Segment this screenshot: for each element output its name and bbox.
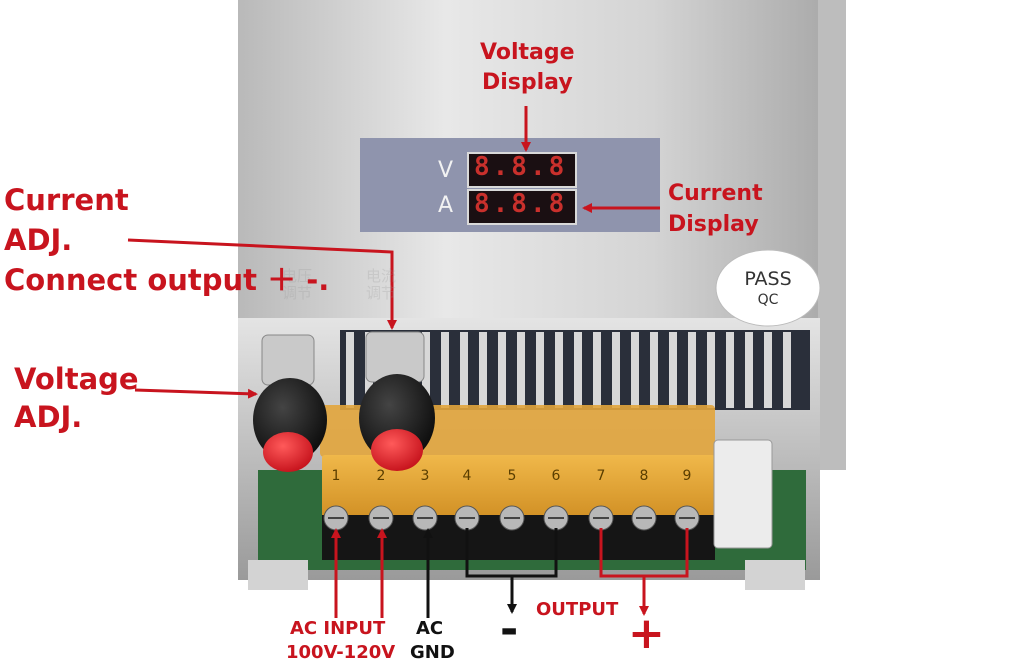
vent-fin [612, 332, 620, 408]
side-connector [713, 439, 773, 549]
vent-fin [479, 332, 487, 408]
vent-fin [726, 332, 734, 408]
minus-output-bracket [465, 528, 558, 614]
current-display-label-1: Current [668, 181, 763, 206]
voltage-adj-label-1: Voltage [14, 362, 139, 396]
vent-fin [650, 332, 658, 408]
voltage-knob-chinese-label: 电压调节 [282, 267, 313, 303]
voltage-digits: 8.8.8 [474, 152, 568, 182]
voltage-display-label-1: Voltage [480, 40, 575, 65]
vent-fin [764, 332, 772, 408]
mounting-foot-left [248, 560, 308, 590]
terminal-number: 9 [682, 468, 692, 484]
current-adj-label-1: Current [4, 183, 129, 217]
mounting-foot-right [745, 560, 805, 590]
voltage-display-window [467, 152, 577, 188]
qc-text: QC [757, 292, 779, 308]
voltage-display-label-2: Display [482, 70, 573, 95]
output-label: OUTPUT [536, 599, 619, 620]
current-display-window [467, 189, 577, 225]
terminal-number: 5 [507, 468, 517, 484]
current-knob-chinese-label: 电流调节 [366, 267, 397, 303]
ac-gnd-label-1: AC [416, 618, 444, 639]
terminal-number: 4 [462, 468, 472, 484]
pass-text: PASS [744, 268, 792, 290]
pass-qc-sticker [715, 249, 821, 327]
terminal-number: 3 [420, 468, 430, 484]
housing-right-side [818, 0, 846, 470]
vent-fin [631, 332, 639, 408]
vent-fin [498, 332, 506, 408]
terminal-number: 8 [639, 468, 649, 484]
vent-fin [536, 332, 544, 408]
vent-fin [783, 332, 791, 408]
vent-fin [555, 332, 563, 408]
current-knob[interactable] [359, 331, 435, 471]
current-display-label-2: Display [668, 212, 759, 237]
vent-fin [707, 332, 715, 408]
current-adj-arrow [127, 238, 397, 330]
plus-sign: + [628, 608, 665, 659]
current-adj-label-2: ADJ. [4, 223, 73, 257]
ac-gnd-label-2: GND [410, 642, 455, 663]
vent-fin [422, 332, 430, 408]
display-letter-a: A [438, 193, 454, 218]
vent-fin [688, 332, 696, 408]
display-letter-v: V [438, 158, 454, 183]
minus-sign: - [500, 604, 519, 655]
terminal-number: 6 [551, 468, 561, 484]
vent-fin [574, 332, 582, 408]
voltage-knob[interactable] [253, 334, 327, 472]
terminal-number: 7 [596, 468, 606, 484]
voltage-adj-label-2: ADJ. [14, 400, 83, 434]
terminal-number: 2 [376, 468, 386, 484]
current-digits: 8.8.8 [474, 189, 568, 219]
vent-fin [745, 332, 753, 408]
vent-fin [517, 332, 525, 408]
voltage-adj-arrow [134, 388, 258, 399]
ac-input-label-1: AC INPUT [290, 618, 386, 639]
terminal-number: 1 [331, 468, 341, 484]
vent-fin [441, 332, 449, 408]
ac-input-label-2: 100V-120V [286, 642, 396, 663]
vent-fin [346, 332, 354, 408]
current-adj-label-3: Connect output ＋ -. [4, 263, 330, 297]
vent-fin [593, 332, 601, 408]
vent-fin [460, 332, 468, 408]
vent-fin [669, 332, 677, 408]
plus-output-bracket [599, 528, 689, 616]
